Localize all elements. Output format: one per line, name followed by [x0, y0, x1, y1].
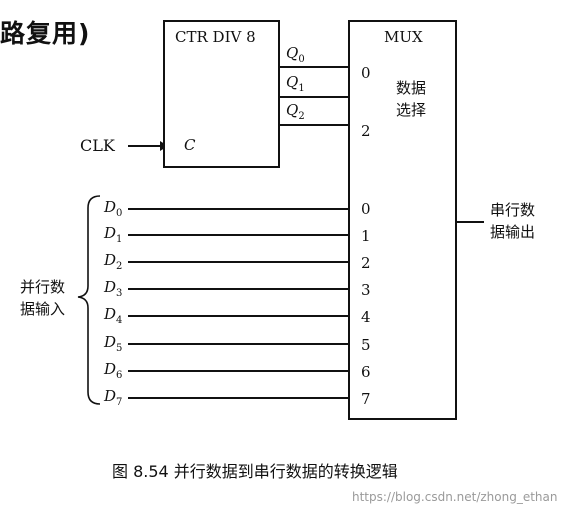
- mux-input-3: 3: [361, 281, 371, 299]
- q2-label: Q2: [286, 101, 305, 122]
- figure-caption: 图 8.54 并行数据到串行数据的转换逻辑: [112, 462, 398, 481]
- d5-label: D5: [104, 333, 123, 354]
- clock-pin-label: C: [184, 136, 196, 154]
- mux-input-4: 4: [361, 308, 371, 326]
- d6-label: D6: [104, 360, 123, 381]
- d1-label: D1: [104, 224, 123, 245]
- mux-input-7: 7: [361, 390, 371, 408]
- clk-label: CLK: [80, 136, 115, 155]
- watermark: https://blog.csdn.net/zhong_ethan: [352, 490, 558, 504]
- mux-select-2: 2: [361, 122, 371, 140]
- counter-title: CTR DIV 8: [175, 28, 256, 46]
- mux-title: MUX: [384, 28, 423, 46]
- mux-input-6: 6: [361, 363, 371, 381]
- q1-label: Q1: [286, 73, 305, 94]
- d3-label: D3: [104, 278, 123, 299]
- mux-input-0: 0: [361, 200, 371, 218]
- serial-output-label: 串行数 据输出: [490, 201, 536, 241]
- d0-label: D0: [104, 198, 123, 219]
- q0-label: Q0: [286, 44, 305, 65]
- input-brace: [77, 195, 101, 405]
- select-label: 数据 选择: [396, 79, 427, 119]
- mux-block: MUX: [348, 20, 457, 420]
- mux-select-0: 0: [361, 64, 371, 82]
- d4-label: D4: [104, 305, 123, 326]
- d2-label: D2: [104, 251, 123, 272]
- d7-label: D7: [104, 387, 123, 408]
- section-heading-fragment: 路复用): [0, 19, 91, 48]
- mux-input-1: 1: [361, 227, 371, 245]
- mux-input-2: 2: [361, 254, 371, 272]
- parallel-input-label: 并行数 据输入: [20, 278, 66, 318]
- mux-input-5: 5: [361, 336, 371, 354]
- counter-block: CTR DIV 8: [163, 20, 280, 168]
